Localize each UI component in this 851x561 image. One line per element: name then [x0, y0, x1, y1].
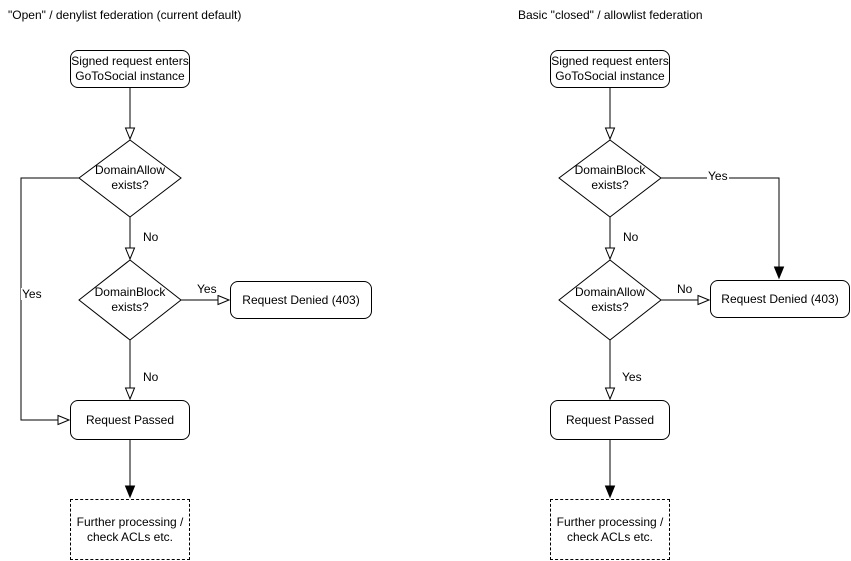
right-decision1-diamond: [558, 139, 662, 218]
left-passed-node: Request Passed: [70, 400, 190, 440]
left-edge-label-no-1: No: [142, 230, 160, 244]
right-edge-label-yes-2: Yes: [621, 370, 643, 384]
left-decision1-text: DomainAllow exists?: [94, 163, 166, 192]
left-decision1-diamond: [78, 139, 182, 218]
right-chart-title: Basic "closed" / allowlist federation: [518, 8, 703, 22]
right-decision2-diamond: [558, 259, 662, 341]
left-chart-title: "Open" / denylist federation (current de…: [8, 8, 242, 22]
right-start-node: Signed request enters GoToSocial instanc…: [550, 50, 670, 88]
left-edge-label-no-2: No: [142, 370, 160, 384]
right-edge-label-no-2: No: [676, 282, 694, 296]
right-edge-label-yes-1: Yes: [707, 169, 729, 183]
left-start-node: Signed request enters GoToSocial instanc…: [70, 50, 190, 88]
right-denied-node: Request Denied (403): [710, 280, 850, 318]
left-decision2-text: DomainBlock exists?: [94, 285, 166, 314]
left-decision2-diamond: [78, 259, 182, 341]
left-denied-node: Request Denied (403): [230, 281, 372, 319]
left-further-node: Further processing / check ACLs etc.: [70, 499, 190, 560]
right-decision1-text: DomainBlock exists?: [574, 163, 646, 192]
right-edge-decision1-yes-to-denied: [661, 177, 785, 280]
right-passed-node: Request Passed: [550, 400, 670, 440]
right-further-node: Further processing / check ACLs etc.: [550, 499, 670, 560]
left-edge-label-yes-2: Yes: [196, 282, 218, 296]
right-edge-label-no-1: No: [622, 230, 640, 244]
right-decision2-text: DomainAllow exists?: [574, 285, 646, 314]
left-edge-label-yes-1: Yes: [21, 287, 43, 301]
